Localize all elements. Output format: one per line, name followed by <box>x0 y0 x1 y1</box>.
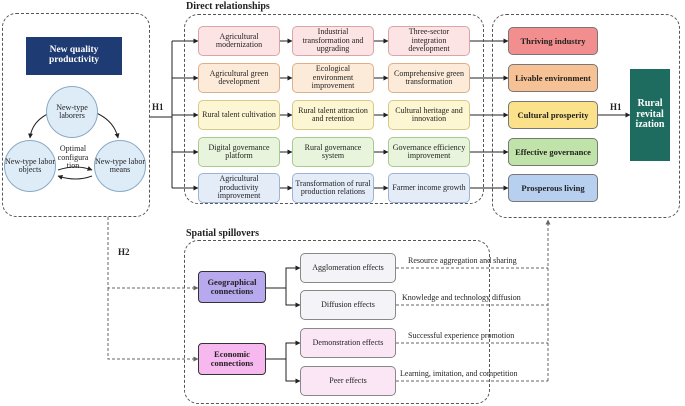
diffusion-effects-box: Diffusion effects <box>300 290 396 320</box>
optimal-configuration-label: Optimal configura tion <box>57 144 89 171</box>
eco-to-demonstration <box>266 340 301 360</box>
direct-row-4-step-1: Digital governance platform <box>198 137 280 167</box>
outcome-3: Cultural prosperity <box>508 101 598 129</box>
direct-row-2-step-2: Ecological environment improvement <box>292 63 374 93</box>
agglomeration-effects-box: Agglomeration effects <box>300 253 396 283</box>
geo-to-diffusion <box>285 288 301 308</box>
new-quality-productivity-group <box>2 13 150 217</box>
resource-aggregation-annotation: Resource aggregation and sharing <box>408 256 517 265</box>
peer-effects-box: Peer effects <box>300 366 396 396</box>
new-type-labor-objects-node: New-type labor objects <box>4 140 56 192</box>
direct-row-1-step-1: Agricultural modernization <box>198 26 280 56</box>
direct-row-3-step-2: Rural talent attraction and retention <box>292 100 374 130</box>
geo-to-agglomeration <box>266 265 301 289</box>
learning-competition-annotation: Learning, imitation, and competition <box>400 369 518 378</box>
rural-revitalization-box: Rural revital ization <box>630 69 670 161</box>
direct-row-4-step-2: Rural governance system <box>292 137 374 167</box>
h1-right-label: H1 <box>610 102 622 112</box>
h1-left-label: H1 <box>152 102 164 112</box>
eco-to-peer <box>285 359 301 384</box>
outcome-5: Prosperous living <box>508 174 598 202</box>
direct-relationships-group <box>184 14 484 204</box>
objects-to-means-arrow <box>57 166 93 171</box>
new-type-laborers-node: New-type laborers <box>46 86 98 138</box>
geographical-connections-box: Geographical connections <box>198 271 266 303</box>
rural-revitalization-group <box>492 14 680 218</box>
direct-row-2-step-3: Comprehensive green transformation <box>388 63 470 93</box>
spatial-spillovers-group <box>184 240 490 404</box>
economic-connections-box: Economic connections <box>198 343 266 375</box>
direct-row-2-step-1: Agricultural green development <box>198 63 280 93</box>
knowledge-diffusion-annotation: Knowledge and technology diffusion <box>402 293 521 302</box>
outcome-4: Effective governance <box>508 138 598 166</box>
experience-promotion-annotation: Successful experience promotion <box>408 331 515 340</box>
means-to-objects-arrow <box>57 175 93 180</box>
outcome-1: Thriving industry <box>508 27 598 55</box>
direct-relationships-title: Direct relationships <box>186 1 270 12</box>
direct-row-4-step-3: Governance efficiency improvement <box>388 137 470 167</box>
direct-row-5-step-2: Transformation of rural production relat… <box>292 173 374 203</box>
h2-to-economic <box>107 288 199 362</box>
spatial-spillovers-title: Spatial spillovers <box>186 228 260 239</box>
direct-row-5-step-1: Agricultural productivity improvement <box>198 173 280 203</box>
direct-row-1-step-3: Three-sector integration development <box>388 26 470 56</box>
new-quality-productivity-title: New quality productivity <box>26 37 122 75</box>
direct-row-3-step-1: Rural talent cultivation <box>198 100 280 130</box>
outcome-2: Livable environment <box>508 64 598 92</box>
direct-row-1-step-2: Industrial transformation and upgrading <box>292 26 374 56</box>
new-type-labor-means-node: New-type labor means <box>94 140 146 192</box>
direct-row-3-step-3: Cultural heritage and innovation <box>388 100 470 130</box>
demonstration-effects-box: Demonstration effects <box>300 328 396 358</box>
h2-label: H2 <box>118 247 130 257</box>
direct-row-5-step-3: Farmer income growth <box>388 173 470 203</box>
